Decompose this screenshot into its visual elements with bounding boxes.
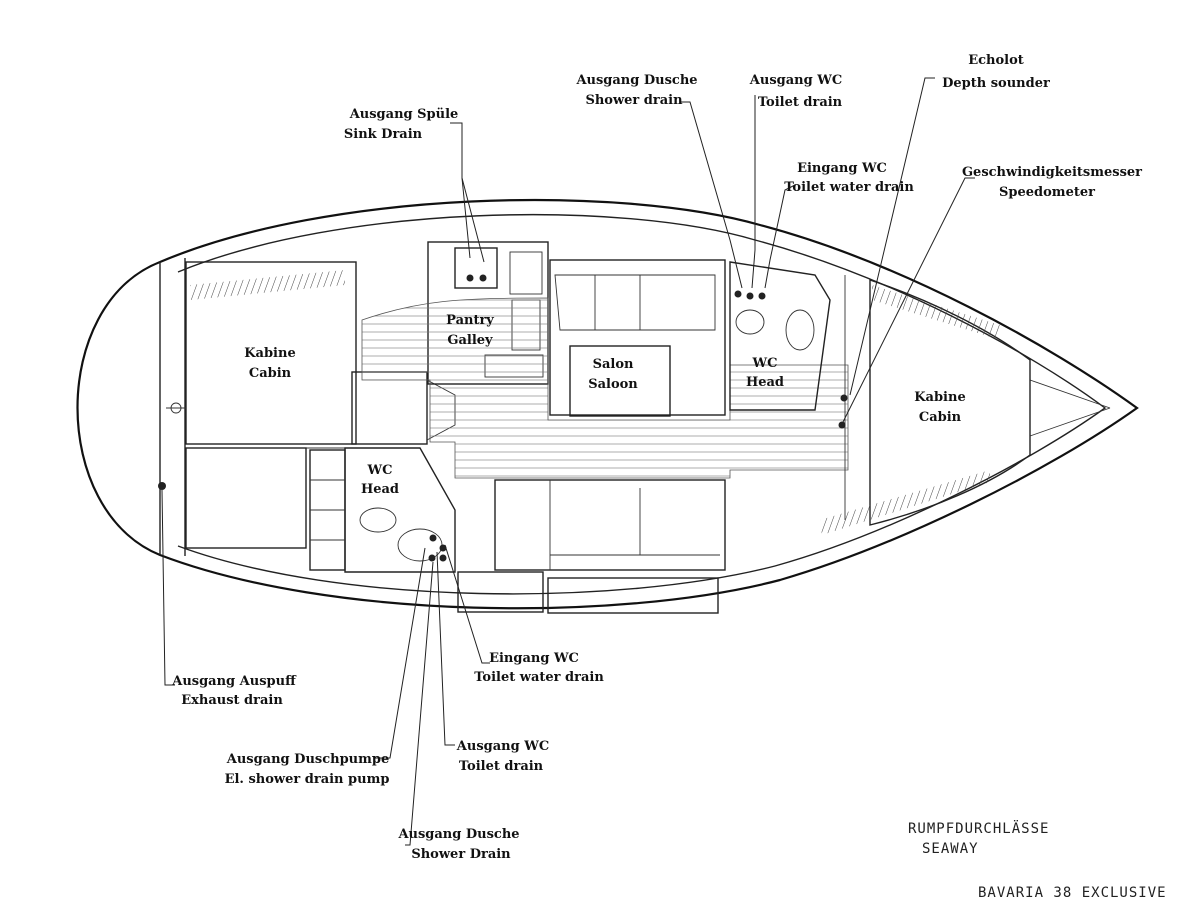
- svg-text:Cabin: Cabin: [919, 410, 962, 425]
- title-line-1: RUMPFDURCHLÄSSE: [908, 819, 1049, 837]
- svg-text:Geschwindigkeitsmesser: Geschwindigkeitsmesser: [962, 165, 1142, 180]
- svg-text:WC: WC: [752, 356, 778, 371]
- svg-text:Cabin: Cabin: [249, 366, 292, 381]
- title-line-2: SEAWAY: [922, 841, 979, 857]
- svg-text:Ausgang Duschpumpe: Ausgang Duschpumpe: [226, 752, 390, 767]
- svg-text:Saloon: Saloon: [588, 377, 638, 392]
- room-label-fwd-cabin: Kabine Cabin: [914, 390, 965, 425]
- svg-text:Head: Head: [361, 482, 399, 497]
- svg-text:Exhaust drain: Exhaust drain: [181, 693, 283, 708]
- svg-text:Speedometer: Speedometer: [999, 185, 1095, 200]
- svg-text:El. shower drain pump: El. shower drain pump: [225, 772, 390, 787]
- svg-text:Salon: Salon: [593, 357, 634, 372]
- svg-text:Pantry: Pantry: [446, 313, 494, 328]
- svg-text:Ausgang Dusche: Ausgang Dusche: [575, 73, 697, 88]
- callout-exhaust-drain: Ausgang Auspuff Exhaust drain: [171, 674, 297, 708]
- svg-text:Eingang WC: Eingang WC: [797, 161, 887, 176]
- room-label-head-aft: WC Head: [361, 463, 399, 497]
- svg-text:Eingang WC: Eingang WC: [489, 651, 579, 666]
- leader-lines: [161, 77, 975, 846]
- svg-text:Kabine: Kabine: [914, 390, 965, 405]
- callout-speedometer: Geschwindigkeitsmesser Speedometer: [962, 165, 1142, 200]
- svg-text:Head: Head: [746, 375, 784, 390]
- svg-text:Echolot: Echolot: [968, 53, 1024, 68]
- svg-text:Toilet drain: Toilet drain: [459, 759, 544, 774]
- svg-text:Ausgang WC: Ausgang WC: [749, 73, 842, 88]
- svg-text:Depth sounder: Depth sounder: [942, 76, 1050, 91]
- room-label-pantry: Pantry Galley: [446, 313, 494, 348]
- room-label-salon: Salon Saloon: [588, 357, 638, 392]
- svg-text:Sink Drain: Sink Drain: [344, 127, 423, 142]
- callout-toilet-drain-bottom: Ausgang WC Toilet drain: [456, 739, 549, 774]
- svg-text:Toilet water drain: Toilet water drain: [784, 180, 914, 195]
- svg-text:Toilet drain: Toilet drain: [758, 95, 843, 110]
- callout-shower-pump: Ausgang Duschpumpe El. shower drain pump: [225, 752, 390, 787]
- cabin-sole: [361, 297, 849, 479]
- svg-text:Toilet water drain: Toilet water drain: [474, 670, 604, 685]
- callout-toilet-water-top: Eingang WC Toilet water drain: [784, 161, 914, 195]
- forward-head: [729, 261, 831, 411]
- callout-toilet-drain-top: Ausgang WC Toilet drain: [749, 73, 843, 110]
- svg-text:Shower Drain: Shower Drain: [411, 847, 511, 862]
- callout-toilet-water-bottom: Eingang WC Toilet water drain: [474, 651, 604, 685]
- svg-text:Galley: Galley: [447, 333, 493, 348]
- forward-cabin: [820, 275, 1031, 535]
- svg-text:Ausgang WC: Ausgang WC: [456, 739, 549, 754]
- svg-text:Kabine: Kabine: [244, 346, 295, 361]
- svg-text:Ausgang Auspuff: Ausgang Auspuff: [171, 674, 297, 689]
- svg-text:Ausgang Spüle: Ausgang Spüle: [349, 107, 459, 122]
- room-label-aft-cabin: Kabine Cabin: [244, 346, 295, 381]
- exhaust-thruhull: [158, 482, 166, 490]
- callout-shower-drain-bottom: Ausgang Dusche Shower Drain: [397, 827, 519, 862]
- saloon: [457, 259, 726, 614]
- hull-outline: [76, 198, 1139, 610]
- callout-sink-drain: Ausgang Spüle Sink Drain: [344, 107, 458, 142]
- callout-shower-drain-top: Ausgang Dusche Shower drain: [575, 73, 697, 108]
- callout-depth-sounder: Echolot Depth sounder: [942, 53, 1050, 91]
- svg-text:Ausgang Dusche: Ausgang Dusche: [397, 827, 519, 842]
- svg-text:WC: WC: [367, 463, 393, 478]
- aft-cabin: [158, 261, 357, 549]
- svg-text:Shower drain: Shower drain: [585, 93, 683, 108]
- title-block: RUMPFDURCHLÄSSE SEAWAY BAVARIA 38 EXCLUS…: [908, 819, 1167, 901]
- model-name: BAVARIA 38 EXCLUSIVE: [978, 885, 1167, 901]
- room-label-head-fwd: WC Head: [746, 356, 784, 390]
